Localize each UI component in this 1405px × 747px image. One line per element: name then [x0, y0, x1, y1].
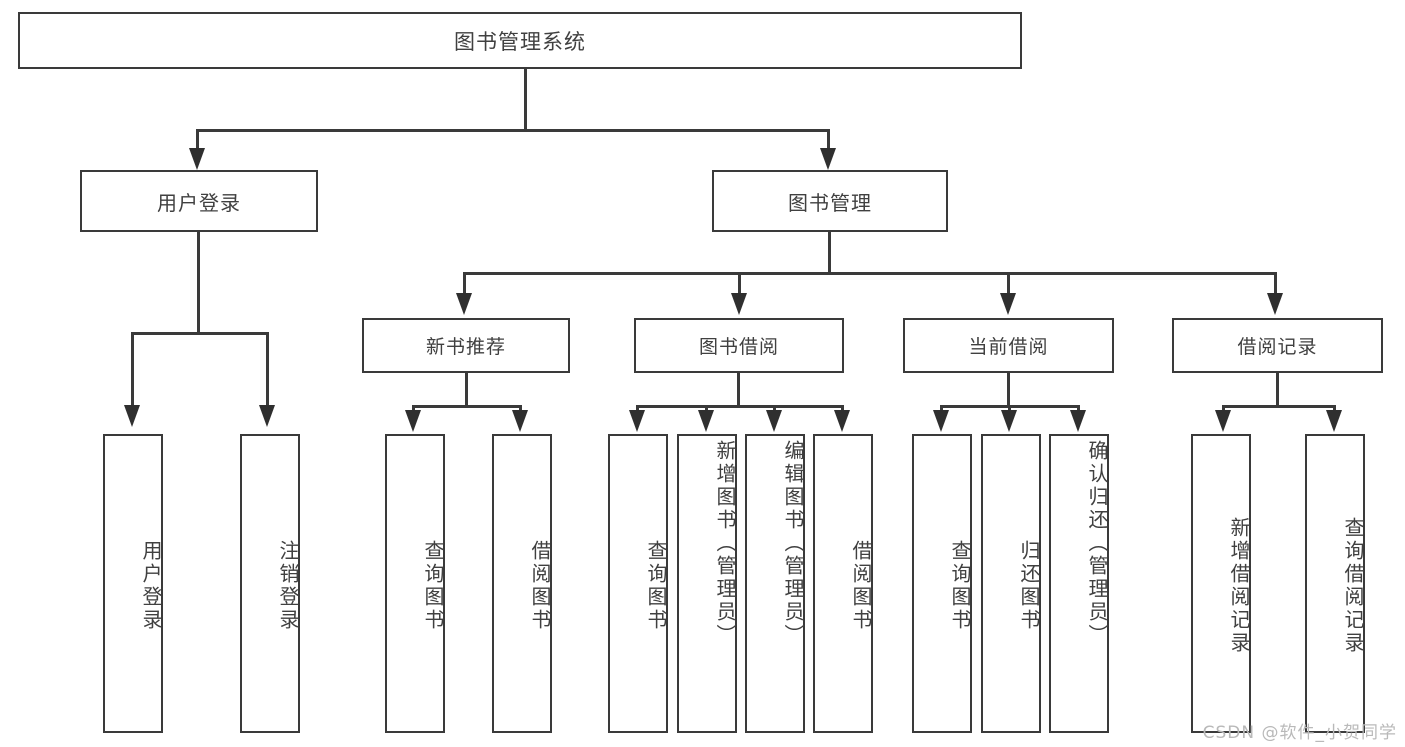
- node-label: 查询图书: [948, 539, 972, 632]
- node-label: 归还图书: [1017, 539, 1041, 632]
- arrowhead-leaf-user-login: [124, 405, 140, 427]
- connector-book-borrow-bus: [636, 405, 844, 408]
- connector-root-bus: [196, 129, 830, 132]
- node-book-management[interactable]: 图书管理: [712, 170, 948, 232]
- node-label: 借阅记录: [1237, 336, 1318, 358]
- arrowhead-br-add-record: [1215, 410, 1231, 432]
- connector-book-manage-stem: [828, 232, 831, 274]
- arrowhead-nb-query-book: [405, 410, 421, 432]
- node-root-system[interactable]: 图书管理系统: [18, 12, 1022, 69]
- node-label: 图书借阅: [698, 336, 779, 358]
- connector-root-stem: [524, 69, 527, 131]
- node-label: 注销登录: [276, 539, 300, 632]
- arrowhead-bb-borrow-book: [834, 410, 850, 432]
- arrowhead-current-borrow: [1000, 293, 1016, 315]
- connector-to-borrow-record: [1274, 272, 1277, 297]
- node-label: 查询图书: [644, 539, 668, 632]
- leaf-bb-edit-book[interactable]: 编辑图书（管理员）: [745, 434, 805, 733]
- node-label: 编辑图书（管理员）: [781, 440, 805, 647]
- connector-root-to-book-manage: [827, 129, 830, 152]
- node-label: 图书管理系统: [454, 29, 586, 54]
- leaf-br-add-record[interactable]: 新增借阅记录: [1191, 434, 1251, 733]
- leaf-nb-borrow-book[interactable]: 借阅图书: [492, 434, 552, 733]
- connector-user-login-drop-1: [131, 332, 134, 409]
- leaf-bb-query-book[interactable]: 查询图书: [608, 434, 668, 733]
- arrowhead-nb-borrow-book: [512, 410, 528, 432]
- leaf-cb-query-book[interactable]: 查询图书: [912, 434, 972, 733]
- connector-user-login-bus: [131, 332, 268, 335]
- connector-borrow-record-bus: [1222, 405, 1336, 408]
- leaf-user-login[interactable]: 用户登录: [103, 434, 163, 733]
- connector-to-current-borrow: [1007, 272, 1010, 297]
- arrowhead-user-login: [189, 148, 205, 170]
- node-borrow-record[interactable]: 借阅记录: [1172, 318, 1383, 373]
- connector-root-to-user-login: [196, 129, 199, 152]
- node-label: 确认归还（管理员）: [1085, 440, 1109, 647]
- node-new-book-recommend[interactable]: 新书推荐: [362, 318, 570, 373]
- connector-new-book-bus: [412, 405, 522, 408]
- arrowhead-br-query-record: [1326, 410, 1342, 432]
- connector-to-new-book: [463, 272, 466, 297]
- node-label: 新增借阅记录: [1227, 516, 1251, 655]
- node-current-borrow[interactable]: 当前借阅: [903, 318, 1114, 373]
- node-label: 用户登录: [139, 539, 163, 632]
- leaf-nb-query-book[interactable]: 查询图书: [385, 434, 445, 733]
- node-label: 新增图书（管理员）: [713, 440, 737, 647]
- arrowhead-cb-confirm-return: [1070, 410, 1086, 432]
- connector-book-borrow-stem: [737, 373, 740, 407]
- node-user-login[interactable]: 用户登录: [80, 170, 318, 232]
- node-book-borrow[interactable]: 图书借阅: [634, 318, 844, 373]
- node-label: 用户登录: [157, 190, 241, 215]
- node-label: 借阅图书: [528, 539, 552, 632]
- leaf-bb-borrow-book[interactable]: 借阅图书: [813, 434, 873, 733]
- connector-new-book-stem: [465, 373, 468, 407]
- arrowhead-borrow-record: [1267, 293, 1283, 315]
- arrowhead-bb-query-book: [629, 410, 645, 432]
- node-label: 新书推荐: [425, 336, 506, 358]
- leaf-cb-confirm-return[interactable]: 确认归还（管理员）: [1049, 434, 1109, 733]
- watermark-text: CSDN @软件_小贺同学: [1202, 723, 1397, 743]
- node-label: 查询图书: [421, 539, 445, 632]
- arrowhead-new-book-recommend: [456, 293, 472, 315]
- arrowhead-cb-return-book: [1001, 410, 1017, 432]
- arrowhead-bb-add-book: [698, 410, 714, 432]
- node-label: 借阅图书: [849, 539, 873, 632]
- arrowhead-book-manage: [820, 148, 836, 170]
- leaf-cb-return-book[interactable]: 归还图书: [981, 434, 1041, 733]
- connector-current-borrow-stem: [1007, 373, 1010, 407]
- connector-book-manage-bus: [463, 272, 1277, 275]
- connector-borrow-record-stem: [1276, 373, 1279, 407]
- node-label: 当前借阅: [968, 336, 1049, 358]
- arrowhead-book-borrow: [731, 293, 747, 315]
- connector-to-book-borrow: [738, 272, 741, 297]
- arrowhead-bb-edit-book: [766, 410, 782, 432]
- connector-user-login-drop-2: [266, 332, 269, 409]
- leaf-logout[interactable]: 注销登录: [240, 434, 300, 733]
- arrowhead-leaf-logout: [259, 405, 275, 427]
- arrowhead-cb-query-book: [933, 410, 949, 432]
- connector-user-login-stem: [197, 232, 200, 334]
- leaf-br-query-record[interactable]: 查询借阅记录: [1305, 434, 1365, 733]
- node-label: 图书管理: [788, 190, 872, 215]
- node-label: 查询借阅记录: [1341, 516, 1365, 655]
- leaf-bb-add-book[interactable]: 新增图书（管理员）: [677, 434, 737, 733]
